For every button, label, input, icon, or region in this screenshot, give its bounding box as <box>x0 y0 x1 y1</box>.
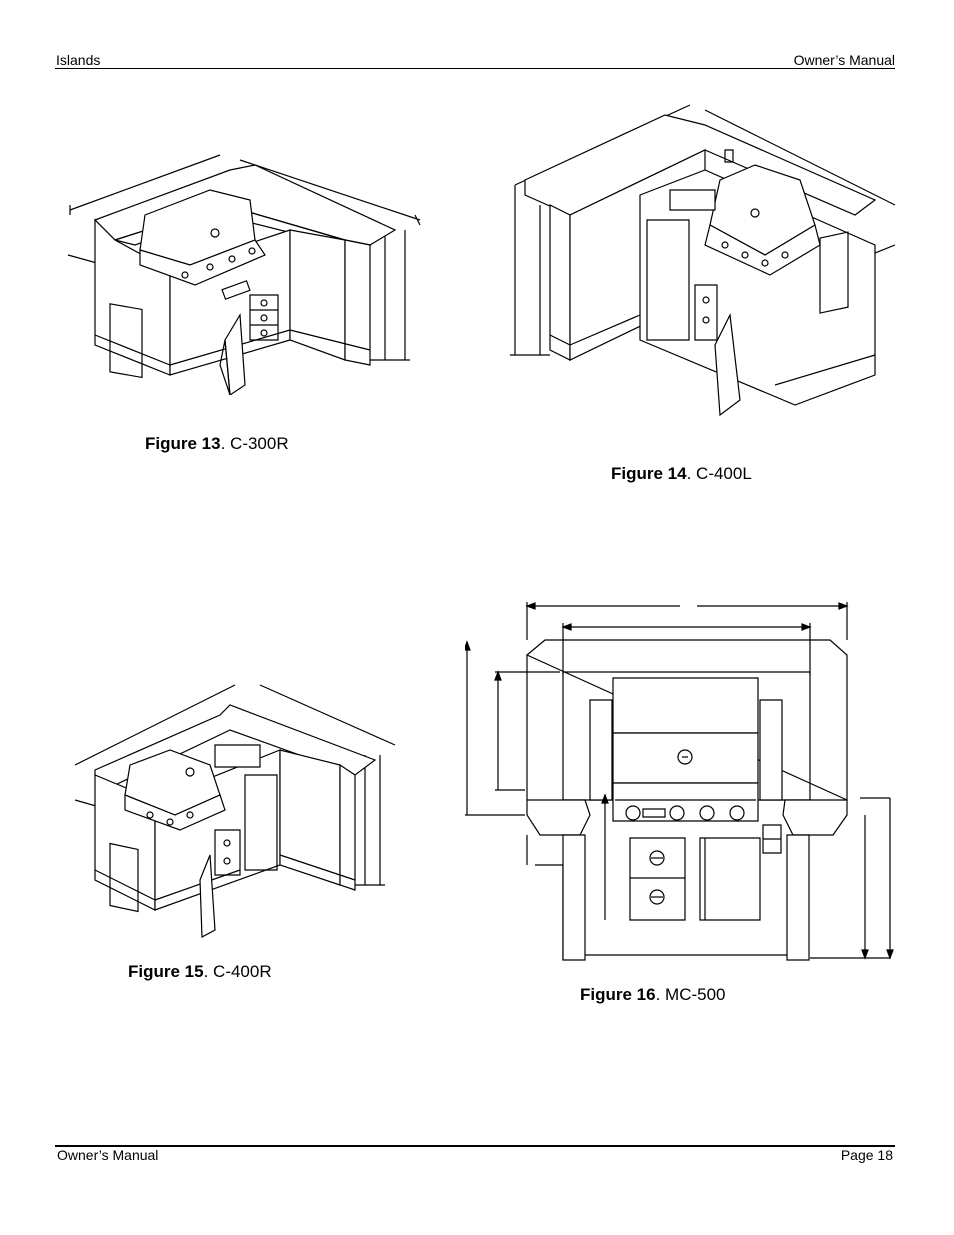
figure-13-drawing <box>60 145 430 395</box>
figure-15-label: Figure 15 <box>128 962 204 981</box>
figure-14-model: . C-400L <box>686 464 752 483</box>
figure-16-label: Figure 16 <box>580 985 656 1004</box>
footer-page-number: Page 18 <box>840 1147 893 1163</box>
figure-13-model: . C-300R <box>220 434 289 453</box>
figure-16-drawing <box>465 600 895 962</box>
figure-15-drawing <box>70 675 400 940</box>
figure-13-caption: Figure 13. C-300R <box>145 434 289 454</box>
figure-14-label: Figure 14 <box>611 464 687 483</box>
figure-14-caption: Figure 14. C-400L <box>611 464 752 484</box>
footer-rule <box>55 1145 895 1147</box>
figure-14-drawing <box>505 95 900 420</box>
header-rule <box>55 68 895 69</box>
footer-manual-title: Owner’s Manual <box>57 1147 159 1163</box>
figure-15-caption: Figure 15. C-400R <box>128 962 272 982</box>
figure-16-caption: Figure 16. MC-500 <box>580 985 726 1005</box>
figure-13-label: Figure 13 <box>145 434 221 453</box>
header-manual-title: Owner’s Manual <box>793 52 895 68</box>
figure-16-model: . MC-500 <box>655 985 726 1004</box>
figure-15-model: . C-400R <box>203 962 272 981</box>
header-section-title: Islands <box>56 52 101 68</box>
